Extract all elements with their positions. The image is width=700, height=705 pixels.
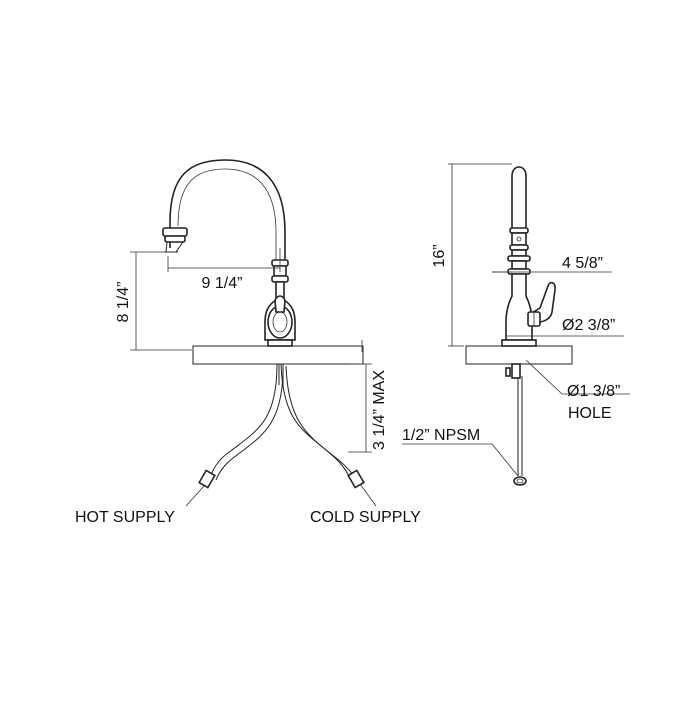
front-view: 8 1/4” 9 1/4” 3 1/4” MAX HOT SUPPLY COLD… <box>75 159 421 526</box>
dim-overall-height: 16” <box>431 244 448 267</box>
side-deck-plate <box>465 345 573 365</box>
side-hose-fitting <box>513 476 527 486</box>
front-deck-plate <box>192 345 364 365</box>
side-body <box>505 273 533 341</box>
cold-supply-fitting <box>347 469 365 489</box>
hot-supply-fitting <box>198 469 216 489</box>
dim-handle: 4 5/8” <box>562 255 603 272</box>
dim-thread: 1/2” NPSM <box>402 427 480 444</box>
dim-max-thickness: 3 1/4” MAX <box>371 370 388 450</box>
hot-supply-label: HOT SUPPLY <box>75 509 175 526</box>
side-spout <box>511 166 527 228</box>
dim-spout-height: 8 1/4” <box>115 282 132 323</box>
hot-supply-hose <box>209 363 278 479</box>
dim-base-diameter: Ø2 3/8” <box>562 317 615 334</box>
dim-hole-diameter: Ø1 3/8” <box>567 383 620 400</box>
front-spout <box>169 159 286 262</box>
side-view: 16” 4 5/8” Ø2 3/8” Ø1 3/8” HOLE 1/2” NPS… <box>402 163 630 486</box>
dim-spout-reach: 9 1/4” <box>202 275 243 292</box>
cold-supply-label: COLD SUPPLY <box>310 509 421 526</box>
dim-hole-label: HOLE <box>568 405 612 422</box>
front-spray-head <box>162 227 188 237</box>
